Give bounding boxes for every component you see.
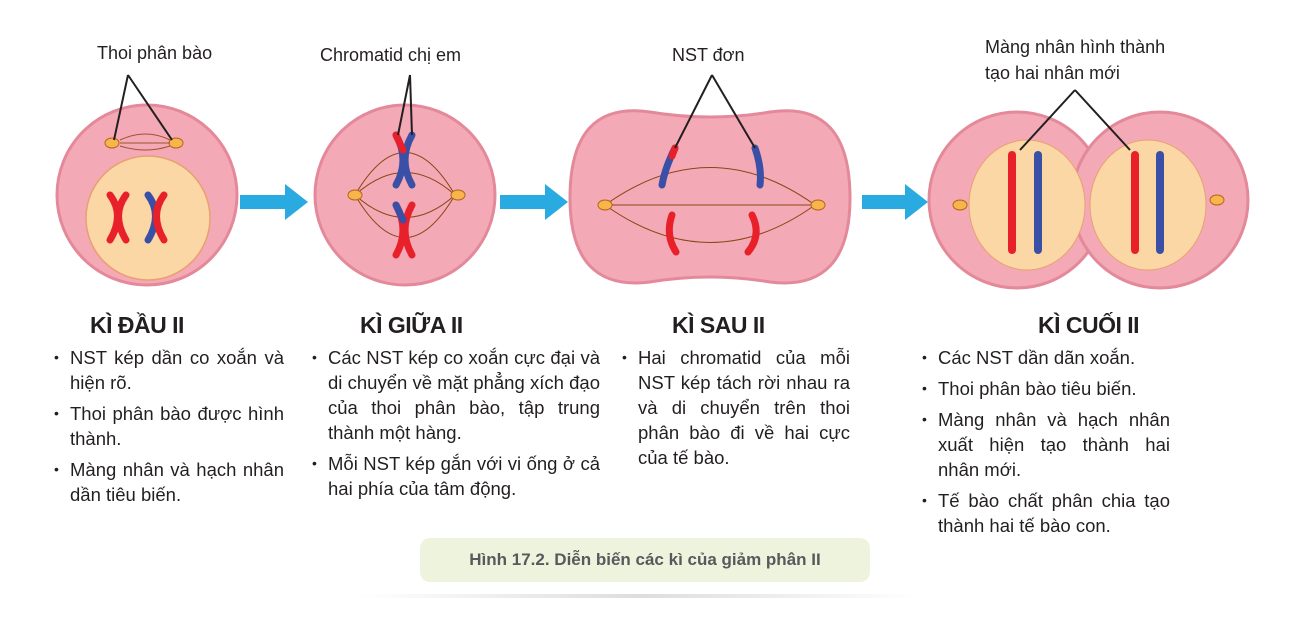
bullet: Thoi phân bào tiêu biến. xyxy=(920,376,1170,401)
label-single-chromosome: NST đơn xyxy=(672,45,745,65)
cell-anaphase-ii xyxy=(568,74,852,285)
bullet: Màng nhân và hạch nhân xuất hiện tạo thà… xyxy=(920,407,1170,482)
cell-prophase-ii xyxy=(55,74,239,287)
bullet: Thoi phân bào được hình thành. xyxy=(52,401,284,451)
divider xyxy=(360,594,920,598)
phase-title: KÌ SAU II xyxy=(672,312,765,338)
arrow-2 xyxy=(500,184,568,220)
bullet: Các NST dần dãn xoắn. xyxy=(920,345,1170,370)
meiosis-ii-diagram xyxy=(55,74,1250,290)
arrow-3 xyxy=(862,184,928,220)
phase-title: KÌ ĐẦU II xyxy=(90,312,184,338)
bullet: Màng nhân và hạch nhân dần tiêu biến. xyxy=(52,457,284,507)
phase-title: KÌ GIỮA II xyxy=(360,312,463,338)
figure-caption: Hình 17.2. Diễn biến các kì của giảm phâ… xyxy=(420,538,870,582)
cell-telophase-ii xyxy=(927,89,1250,290)
bullet: Các NST kép co xoắn cực đại và di chuyển… xyxy=(310,345,600,445)
cell-metaphase-ii xyxy=(313,74,497,287)
bullet: Mỗi NST kép gắn với vi ống ở cả hai phía… xyxy=(310,451,600,501)
bullet: Tế bào chất phân chia tạo thành hai tế b… xyxy=(920,488,1170,538)
phase-title: KÌ CUỐI II xyxy=(1038,312,1140,338)
arrow-1 xyxy=(240,184,308,220)
bullet: Hai chromatid của mỗi NST kép tách rời n… xyxy=(620,345,850,470)
label-nuclear-membrane-2: tạo hai nhân mới xyxy=(985,63,1120,83)
label-sister-chromatid: Chromatid chị em xyxy=(320,45,462,65)
bullet: NST kép dần co xoắn và hiện rõ. xyxy=(52,345,284,395)
phase-anaphase-ii: KÌ SAU II Hai chromatid của mỗi NST kép … xyxy=(620,312,850,476)
phase-telophase-ii: KÌ CUỐI II Các NST dần dãn xoắn. Thoi ph… xyxy=(920,312,1170,544)
label-nuclear-membrane-1: Màng nhân hình thành xyxy=(985,37,1166,57)
label-spindle: Thoi phân bào xyxy=(97,43,213,63)
phase-metaphase-ii: KÌ GIỮA II Các NST kép co xoắn cực đại v… xyxy=(310,312,600,507)
phase-prophase-ii: KÌ ĐẦU II NST kép dần co xoắn và hiện rõ… xyxy=(52,312,284,513)
